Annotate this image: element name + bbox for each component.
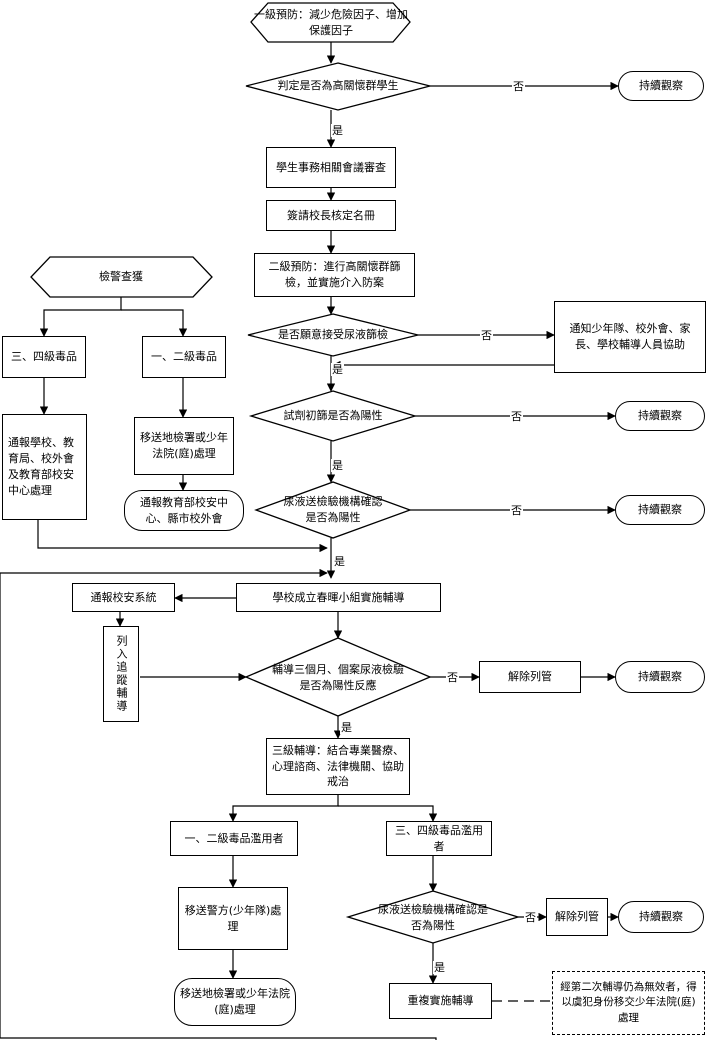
- lab-confirm-positive-decision-2: 尿液送檢驗機構確認是否為陽性: [378, 903, 488, 932]
- spring-sun-group-box: 學校成立春暉小組實施輔導: [236, 583, 441, 612]
- yes-label-1: 是: [331, 124, 344, 137]
- police-seizure-hexagon: 檢警查獲: [99, 270, 143, 284]
- transfer-prosecutor-box: 移送地檢署或少年法院(庭)處理: [134, 417, 234, 475]
- willing-screen-decision: 是否願意接受尿液篩檢: [278, 328, 388, 342]
- transfer-police-box: 移送警方(少年隊)處理: [178, 887, 288, 950]
- yes-label-2: 是: [331, 363, 344, 376]
- no-label-5: 否: [446, 671, 459, 684]
- continue-observe-box-4: 持續觀察: [615, 661, 705, 693]
- no-label-6: 否: [524, 911, 537, 924]
- second-counsel-note-box: 經第二次輔導仍為無效者，得以虞犯身份移交少年法院(庭)處理: [552, 971, 705, 1035]
- diamond-shape-reagent: [248, 390, 418, 442]
- secondary-prevention-box: 二級預防：進行高關懷群篩檢，並實施介入防案: [254, 253, 415, 297]
- notify-parties-box: 通知少年隊、校外會、家長、學校輔導人員協助: [554, 301, 706, 373]
- yes-label-4: 是: [333, 555, 346, 568]
- diamond-shape-judge: [245, 62, 431, 111]
- no-label-3: 否: [510, 410, 523, 423]
- abuser-34-box: 三、四級毒品濫用者: [386, 821, 492, 856]
- lab-confirm-positive-decision: 尿液送檢驗機構確認是否為陽性: [283, 495, 383, 524]
- student-affairs-review-box: 學生事務相關會議審查: [266, 147, 396, 188]
- report-school-edu-box: 通報學校、教育局、校外會及教育部校安中心處理: [2, 414, 87, 520]
- no-label-1: 否: [512, 80, 525, 93]
- yes-label-5: 是: [340, 721, 353, 734]
- tertiary-counsel-box: 三級輔導：結合專業醫療、心理諮商、法律機關、協助戒治: [266, 738, 410, 795]
- continue-observe-box-1: 持續觀察: [618, 71, 704, 101]
- principal-approve-box: 簽請校長核定名冊: [266, 200, 396, 231]
- continue-observe-box-2: 持續觀察: [615, 401, 705, 431]
- repeat-counsel-box: 重複實施輔導: [389, 983, 492, 1019]
- continue-observe-box-3: 持續觀察: [615, 495, 705, 525]
- release-control-box-1: 解除列管: [479, 661, 581, 693]
- report-campus-system-box: 通報校安系統: [72, 583, 175, 612]
- hexagon-shape-primary: [250, 2, 411, 43]
- no-label-2: 否: [480, 329, 493, 342]
- judge-high-risk-decision: 判定是否為高關懷群學生: [277, 79, 399, 93]
- primary-prevention-hexagon: 一級預防：減少危險因子、增加保護因子: [254, 8, 408, 37]
- drug-class-12-box: 一、二級毒品: [142, 336, 226, 378]
- tracking-counsel-box: 列入追蹤輔導: [103, 626, 139, 722]
- hexagon-shape-police: [30, 256, 213, 298]
- abuser-12-box: 一、二級毒品濫用者: [170, 821, 298, 856]
- release-control-box-2: 解除列管: [546, 898, 608, 936]
- report-moe-box: 通報教育部校安中心、縣市校外會: [124, 490, 244, 531]
- diamond-shape-willing: [247, 313, 419, 357]
- three-months-check-decision: 輔導三個月、個案尿液檢驗是否為陽性反應: [272, 663, 404, 692]
- transfer-prosecutor-box-2: 移送地檢署或少年法院(庭)處理: [174, 978, 296, 1026]
- yes-label-3: 是: [331, 459, 344, 472]
- drug-class-34-box: 三、四級毒品: [2, 336, 86, 378]
- continue-observe-box-5: 持續觀察: [618, 901, 704, 933]
- yes-label-6: 是: [433, 961, 446, 974]
- no-label-4: 否: [510, 504, 523, 517]
- diamond-shape-lab1: [254, 481, 412, 539]
- reagent-positive-decision: 試劑初篩是否為陽性: [283, 409, 383, 423]
